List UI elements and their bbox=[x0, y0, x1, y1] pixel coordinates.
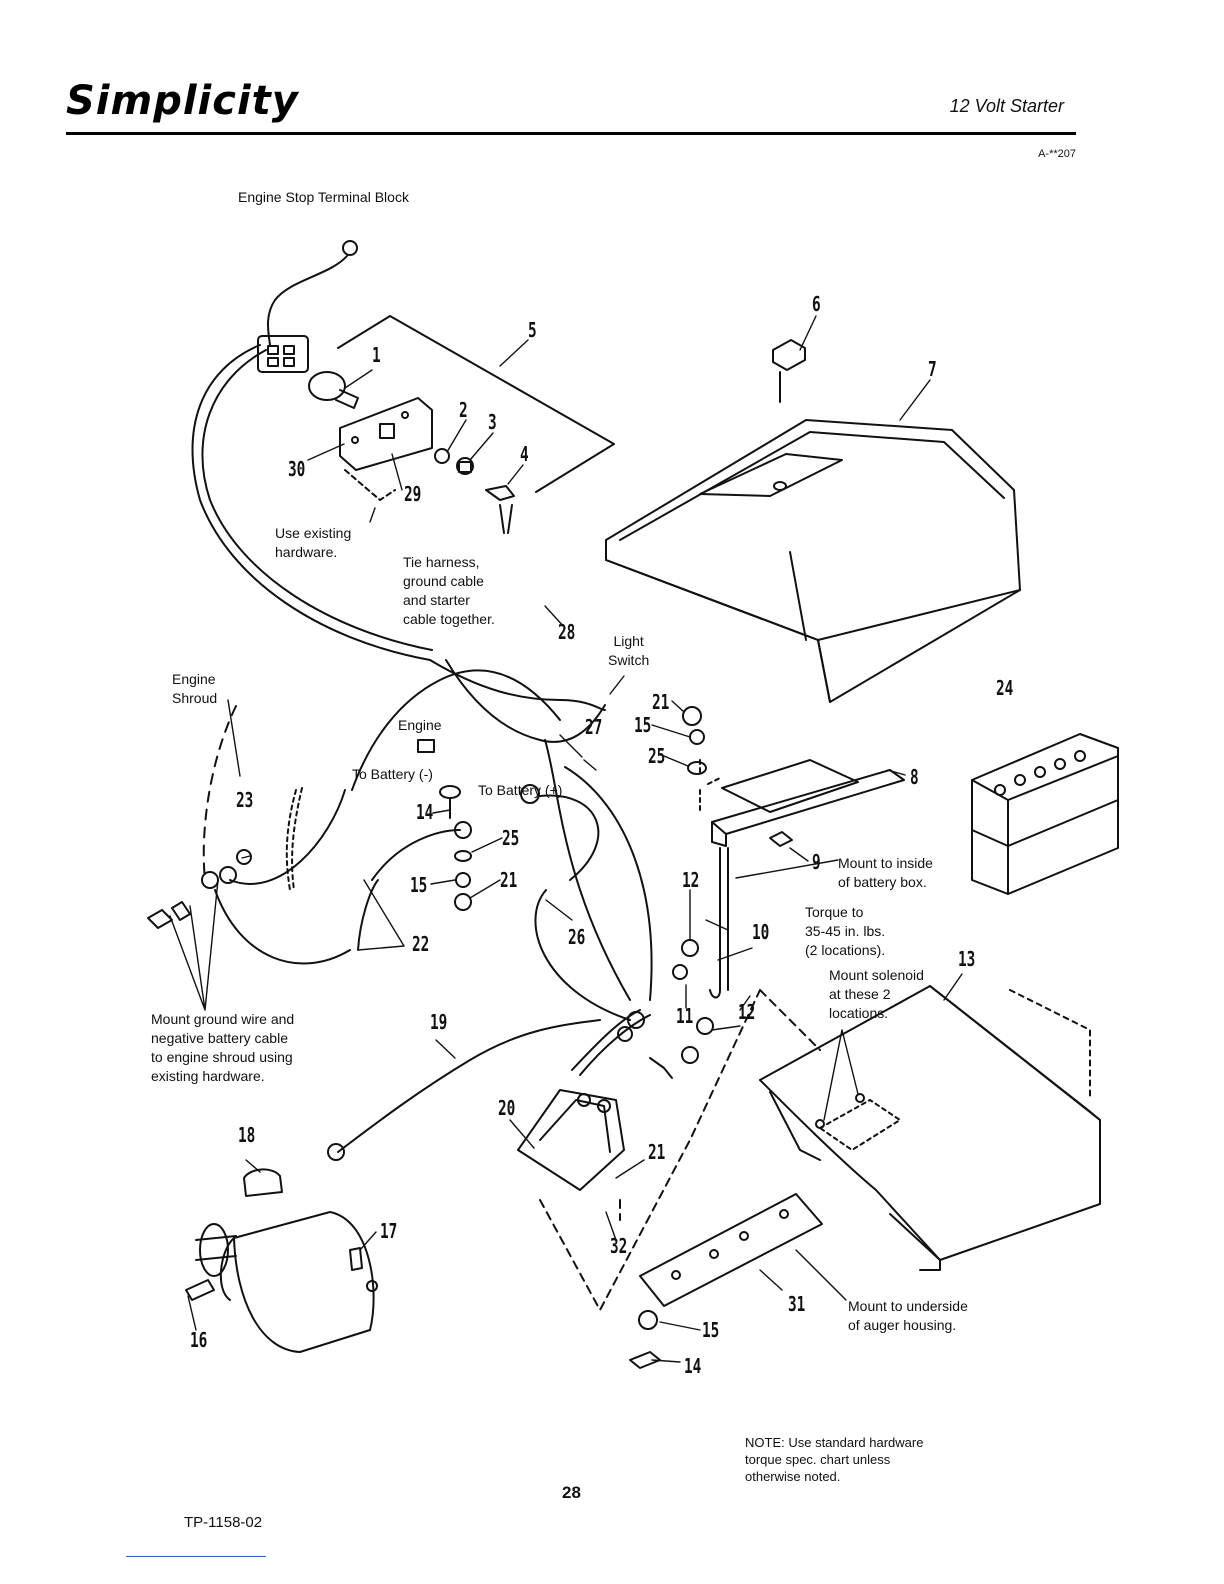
callout-6: 6 bbox=[812, 292, 821, 316]
battery-box-cover-art bbox=[605, 339, 1021, 703]
callout-25-lower: 25 bbox=[502, 826, 520, 850]
callout-15-middle: 15 bbox=[410, 873, 428, 897]
callout-15-lower: 15 bbox=[702, 1318, 720, 1342]
hardware-note: NOTE: Use standard hardware torque spec.… bbox=[745, 1435, 924, 1484]
callout-4: 4 bbox=[520, 442, 529, 466]
engine-stop-terminal-block-art bbox=[191, 240, 433, 661]
callout-21-middle: 21 bbox=[500, 868, 518, 892]
battery-box-art bbox=[759, 985, 1101, 1271]
caption-engine: Engine bbox=[398, 717, 442, 733]
callout-14-lower: 14 bbox=[684, 1354, 702, 1378]
caption-mount-inside-battery-box: Mount to inside of battery box. bbox=[838, 855, 933, 890]
callout-9: 9 bbox=[812, 850, 821, 874]
callout-23: 23 bbox=[236, 788, 254, 812]
document-reference: A-**207 bbox=[1038, 148, 1076, 160]
caption-to-battery-negative: To Battery (-) bbox=[352, 766, 433, 782]
caption-use-existing-hardware: Use existing hardware. bbox=[275, 525, 352, 560]
callout-31: 31 bbox=[788, 1292, 806, 1316]
callout-7: 7 bbox=[928, 357, 937, 381]
callout-1: 1 bbox=[372, 343, 381, 367]
callout-13: 13 bbox=[958, 947, 976, 971]
leader-lines bbox=[169, 315, 963, 1363]
callout-27: 27 bbox=[585, 715, 603, 739]
battery-terminal-hardware-art bbox=[357, 784, 600, 951]
callout-10: 10 bbox=[752, 920, 770, 944]
footer-rule bbox=[126, 1556, 266, 1557]
caption-to-battery-positive: To Battery (+) bbox=[478, 782, 563, 798]
callout-11: 11 bbox=[676, 1004, 694, 1028]
ground-cable-art bbox=[147, 705, 351, 965]
assembly-lines bbox=[539, 989, 821, 1311]
callout-29: 29 bbox=[404, 482, 422, 506]
caption-mount-underside-auger: Mount to underside of auger housing. bbox=[848, 1298, 968, 1333]
caption-tie-harness: Tie harness, ground cable and starter ca… bbox=[403, 554, 495, 627]
callout-17: 17 bbox=[380, 1219, 398, 1243]
auger-bracket-art bbox=[639, 1193, 823, 1307]
callout-14-upper: 14 bbox=[416, 800, 434, 824]
brand-logo: Simplicity bbox=[66, 78, 299, 124]
callout-5: 5 bbox=[528, 318, 537, 342]
callout-30: 30 bbox=[288, 457, 306, 481]
callout-19: 19 bbox=[430, 1010, 448, 1034]
callout-21-lower: 21 bbox=[648, 1140, 666, 1164]
starter-motor-art bbox=[185, 1168, 378, 1353]
key-switch-art bbox=[308, 371, 359, 409]
callout-26: 26 bbox=[568, 925, 586, 949]
callout-28: 28 bbox=[558, 620, 576, 644]
starter-cable-art bbox=[337, 1019, 601, 1153]
callout-8: 8 bbox=[910, 765, 919, 789]
callout-25-upper: 25 bbox=[648, 744, 666, 768]
page-title: 12 Volt Starter bbox=[949, 96, 1064, 116]
callout-12-lower: 12 bbox=[738, 1000, 756, 1024]
caption-engine-shroud: Engine Shroud bbox=[172, 671, 218, 706]
caption-torque-spec: Torque to 35-45 in. lbs. (2 locations). bbox=[805, 904, 886, 958]
battery-strap-art bbox=[699, 759, 905, 999]
header-rule bbox=[66, 132, 1076, 135]
callout-22: 22 bbox=[412, 932, 430, 956]
callout-32: 32 bbox=[610, 1234, 628, 1258]
callout-24: 24 bbox=[996, 676, 1014, 700]
caption-light-switch: Light Switch bbox=[608, 633, 650, 668]
harness-art bbox=[351, 659, 653, 1001]
part-number: TP-1158-02 bbox=[184, 1514, 263, 1531]
callout-21-upper: 21 bbox=[652, 690, 670, 714]
page-number: 28 bbox=[562, 1483, 581, 1502]
callout-15-upper: 15 bbox=[634, 713, 652, 737]
caption-engine-stop-terminal-block: Engine Stop Terminal Block bbox=[238, 189, 409, 205]
callout-3: 3 bbox=[488, 410, 497, 434]
battery-art bbox=[971, 733, 1119, 895]
solenoid-art bbox=[517, 1009, 673, 1191]
caption-mount-ground-wire: Mount ground wire and negative battery c… bbox=[151, 1011, 295, 1084]
callout-16: 16 bbox=[190, 1328, 208, 1352]
callout-12-upper: 12 bbox=[682, 868, 700, 892]
mounting-plate-art bbox=[339, 397, 433, 471]
caption-mount-solenoid: Mount solenoid at these 2 locations. bbox=[829, 967, 924, 1021]
callout-20: 20 bbox=[498, 1096, 516, 1120]
callout-2: 2 bbox=[459, 398, 468, 422]
callout-18: 18 bbox=[238, 1123, 256, 1147]
